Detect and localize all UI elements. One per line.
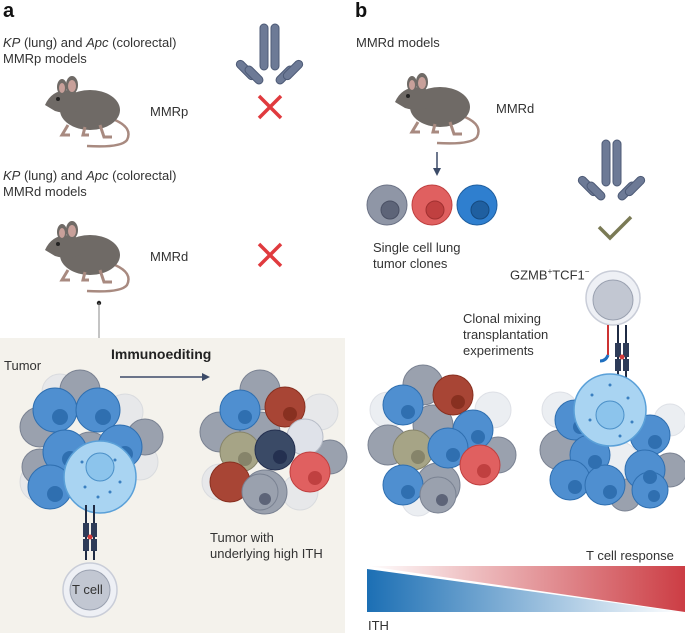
mouse-icon [45, 76, 130, 148]
cross-icon [257, 242, 283, 268]
panel-a-label: a [3, 0, 15, 22]
tcell-marker-label: GZMB+TCF1− [510, 264, 589, 283]
result-line2: underlying high ITH [210, 546, 323, 561]
tumor-cluster-attacked [539, 373, 685, 512]
tcell-label: T cell [72, 582, 103, 597]
clones-line2: tumor clones [373, 256, 448, 271]
tumor-cluster-initial [19, 369, 164, 514]
marker-tcf1: TCF1 [552, 267, 585, 283]
arrow-icon [120, 373, 210, 381]
tcell-response-label: T cell response [586, 548, 674, 563]
experiment-line1: Clonal mixing [463, 311, 542, 326]
caption-italic: KP [3, 35, 21, 50]
panel-a-group1-caption: KP (lung) and Apc (colorectal) MMRp mode… [3, 35, 176, 67]
tumor-cluster-edited [199, 369, 348, 515]
clones-line1: Single cell lung [373, 240, 461, 255]
arrow-down-icon [433, 152, 441, 176]
caption-text: (lung) and [20, 35, 87, 50]
caption-italic: KP [3, 168, 21, 183]
marker-gzmb: GZMB [510, 267, 548, 283]
caption-text: (lung) and [20, 168, 87, 183]
mouse-label: MMRd [496, 101, 535, 116]
ith-label: ITH [368, 618, 389, 633]
check-icon [597, 215, 633, 241]
panel-b-label: b [355, 0, 368, 22]
tumor-cluster-mixed [367, 364, 517, 517]
caption-italic: Apc [86, 168, 109, 183]
marker-tcf1-sup: − [584, 267, 590, 276]
ith-tcell-gradient [367, 566, 685, 612]
mouse-label: MMRp [150, 104, 189, 119]
panel-b-caption: MMRd models [356, 35, 440, 50]
result-line1: Tumor with [210, 530, 274, 545]
caption-italic: Apc [86, 35, 109, 50]
tumor-label: Tumor [4, 358, 42, 373]
ith-wedge [367, 569, 681, 612]
single-cell-clones [366, 184, 498, 226]
immunoediting-label: Immunoediting [111, 346, 212, 362]
antibody-icon [577, 139, 646, 201]
caption-line2: MMRd models [3, 184, 87, 199]
mouse-icon [45, 221, 130, 293]
tcell-receptor [83, 505, 97, 560]
experiment-line2: transplantation [463, 327, 549, 342]
tcell-response-wedge [367, 566, 685, 612]
antibody-icon [235, 23, 304, 85]
mouse-icon [395, 73, 480, 145]
panel-a-group2-caption: KP (lung) and Apc (colorectal) MMRd mode… [3, 168, 176, 200]
tcell-icon [585, 270, 641, 326]
caption-line2: MMRp models [3, 51, 87, 66]
tcell-icon [62, 562, 118, 618]
connector-line [96, 300, 102, 340]
caption-text: (colorectal) [108, 168, 177, 183]
mouse-label: MMRd [150, 249, 189, 264]
caption-text: (colorectal) [108, 35, 177, 50]
marker-gzmb-sup: + [547, 267, 553, 276]
cross-icon [257, 94, 283, 120]
experiment-line3: experiments [463, 343, 534, 358]
